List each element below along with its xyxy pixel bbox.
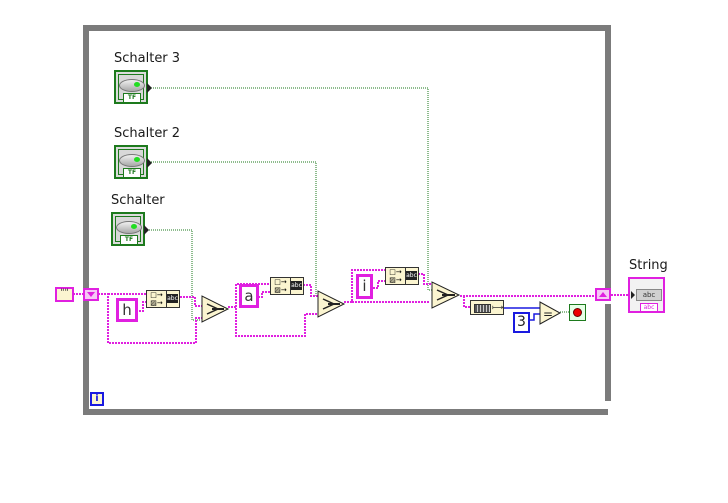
concatenate-strings-node-3[interactable]: □→▨→ abc [385, 267, 419, 285]
while-loop-frame-right[interactable] [605, 25, 611, 289]
wire-const-compare [530, 313, 540, 321]
concat-inputs-icon: □→▨→ [147, 291, 167, 307]
wire-shift-false [98, 293, 202, 344]
string-constant-a[interactable]: a [239, 284, 259, 308]
string-bar-icon [474, 304, 491, 313]
select-node-3 [431, 281, 461, 309]
string-constant-i[interactable]: i [356, 274, 373, 299]
loop-stop-condition[interactable] [569, 304, 586, 321]
concatenate-strings-node-2[interactable]: □→▨→ abc [270, 277, 304, 295]
wire-schalter2 [151, 161, 320, 297]
select-node-1 [201, 295, 230, 323]
stop-icon [573, 308, 582, 317]
string-length-node[interactable]: ⟼ [470, 300, 504, 315]
string-wires [73, 269, 628, 344]
equal-compare-node: = [539, 301, 562, 325]
wire-to-strlen [463, 296, 470, 308]
wire-select2-concat3 [344, 269, 385, 303]
output-arrow-icon [147, 83, 152, 93]
while-loop-frame-top[interactable] [83, 25, 611, 31]
schalter-control[interactable]: TF [111, 212, 149, 246]
wire-concat1-select1 [180, 296, 202, 307]
while-loop-frame-left[interactable] [83, 25, 89, 415]
empty-string-constant[interactable]: "" [55, 287, 74, 302]
wire-schalter3 [151, 87, 432, 291]
wire-select1-false [228, 306, 318, 337]
wire-i-concat3 [373, 280, 385, 289]
schalter2-label: Schalter 2 [114, 126, 181, 141]
string-constant-h[interactable]: h [116, 298, 138, 322]
string-indicator-label: String [629, 258, 668, 273]
loop-iteration-terminal[interactable]: i [90, 392, 104, 406]
while-loop-frame-bottom[interactable] [83, 409, 608, 415]
numeric-wires [504, 307, 540, 321]
schalter2-control[interactable]: TF [114, 145, 152, 179]
shift-register-right [595, 288, 611, 301]
schalter3-control[interactable]: TF [114, 70, 152, 104]
wire-a-concat2 [258, 291, 270, 298]
concat-inputs-icon: □→▨→ [386, 268, 406, 284]
input-arrow-icon [631, 291, 635, 299]
concatenate-strings-node-1[interactable]: □→▨→ abc [146, 290, 180, 308]
wire-concat3-select3 [418, 273, 432, 285]
schalter3-label: Schalter 3 [114, 51, 181, 66]
select-node-2 [317, 290, 346, 318]
while-loop-frame-right-lower[interactable] [605, 304, 611, 401]
equal-symbol: = [543, 307, 553, 321]
schalter-label: Schalter [111, 193, 165, 208]
string-indicator[interactable]: abc abc [628, 277, 665, 313]
wire-h-concat1 [139, 301, 147, 312]
concat-inputs-icon: □→▨→ [271, 278, 291, 294]
output-arrow-icon [147, 158, 152, 168]
numeric-constant-3[interactable]: 3 [513, 312, 530, 333]
shift-register-left [83, 288, 99, 301]
output-arrow-icon [144, 225, 149, 235]
wire-concat2-select2 [303, 284, 318, 297]
